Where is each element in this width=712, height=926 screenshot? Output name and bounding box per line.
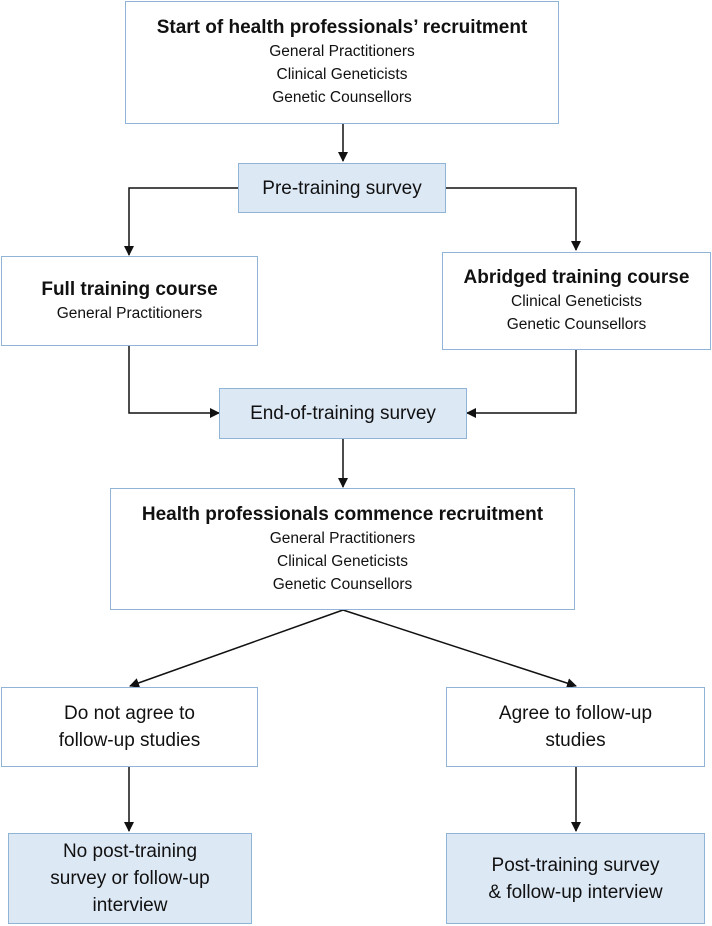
start-line-gp: General Practitioners [269,43,415,60]
full-course-line-gp: General Practitioners [56,304,203,322]
commence-line-gp: General Practitioners [269,529,416,547]
agree-line-2: studies [545,730,606,751]
commence-line-cg: Clinical Geneticists [277,552,408,570]
commence-recruitment-title: Health professionals commence recruitmen… [141,503,544,525]
end-of-training-survey-label: End-of-training survey [250,403,436,424]
abridged-line-gc: Genetic Counsellors [506,316,647,333]
no-agree-line-1: Do not agree to [64,703,195,724]
no-agree-follow-up-box: Do not agree to follow-up studies [1,687,258,767]
start-line-gc: Genetic Counsellors [272,89,412,106]
no-post-line-1: No post-training [62,841,198,862]
start-line-cg: Clinical Geneticists [276,66,408,83]
arrow-commence-to-agree [342,609,577,688]
post-line-1: Post-training survey [491,854,660,876]
arrow-pre-survey-to-abridged-course [446,187,581,251]
commence-line-gc: Genetic Counsellors [272,575,413,593]
no-agree-line-2: follow-up studies [58,730,201,751]
commence-recruitment-box: Health professionals commence recruitmen… [110,488,575,610]
abridged-training-course-box: Abridged training course Clinical Geneti… [442,252,711,350]
post-line-2: & follow-up interview [488,881,663,903]
start-recruitment-box: Start of health professionals’ recruitme… [125,1,559,124]
post-training-survey-box: Post-training survey & follow-up intervi… [446,833,705,924]
abridged-line-cg: Clinical Geneticists [511,293,642,310]
no-post-line-2: survey or follow-up [50,868,210,889]
abridged-training-course-title: Abridged training course [463,267,690,288]
pre-training-survey-box: Pre-training survey [238,163,446,213]
full-training-course-box: Full training course General Practitione… [1,256,258,346]
agree-line-1: Agree to follow-up [498,703,653,724]
no-post-line-3: interview [92,895,168,916]
arrow-commence-to-no-agree [129,609,344,688]
full-training-course-title: Full training course [41,278,218,300]
arrow-pre-survey-to-full-course [124,187,238,256]
start-recruitment-title: Start of health professionals’ recruitme… [156,17,528,38]
end-of-training-survey-box: End-of-training survey [219,388,467,439]
agree-follow-up-box: Agree to follow-up studies [446,687,705,767]
arrow-full-course-to-end-survey [128,346,220,418]
no-post-training-box: No post-training survey or follow-up int… [8,833,252,924]
pre-training-survey-label: Pre-training survey [262,177,422,199]
arrow-abridged-course-to-end-survey [466,350,577,418]
